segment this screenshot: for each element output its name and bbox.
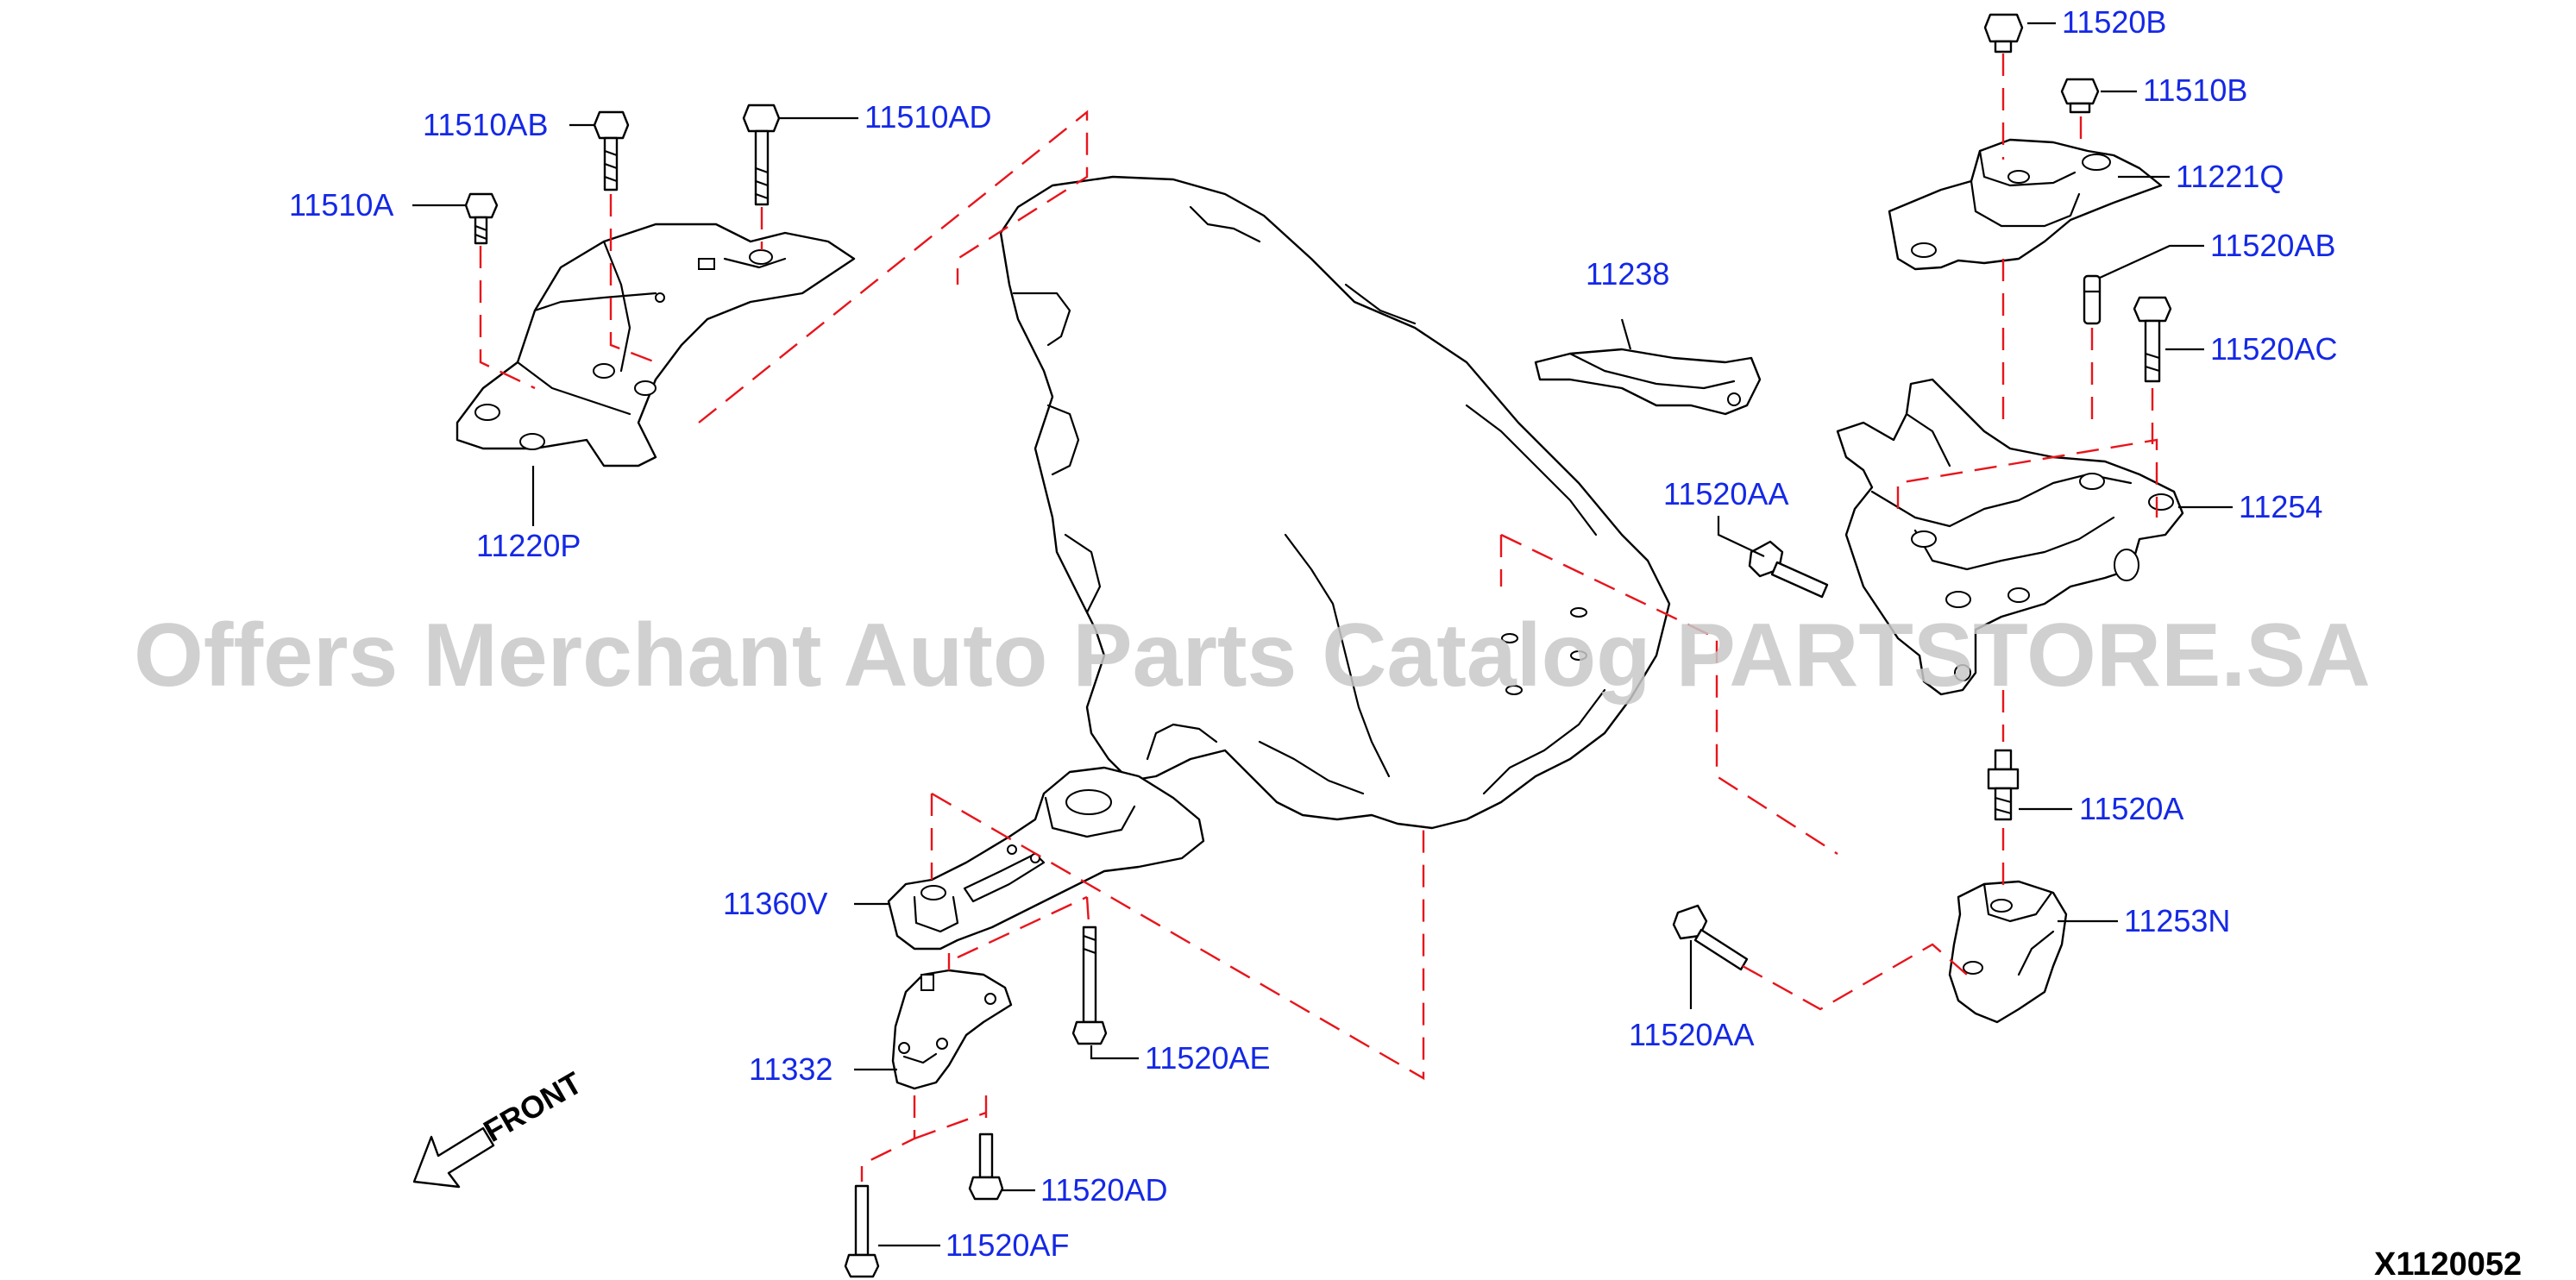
label-11520AF[interactable]: 11520AF xyxy=(946,1227,1069,1263)
pin-11520AB xyxy=(2083,274,2102,325)
label-11360V[interactable]: 11360V xyxy=(723,886,827,921)
left-engine-mount-bracket xyxy=(456,223,856,467)
front-direction-indicator: FRONT xyxy=(412,1064,588,1189)
label-11520AE[interactable]: 11520AE xyxy=(1145,1040,1270,1076)
label-11520B[interactable]: 11520B xyxy=(2062,4,2166,40)
label-11510AB[interactable]: 11510AB xyxy=(423,107,548,142)
label-11332[interactable]: 11332 xyxy=(749,1051,832,1087)
bracket-11238 xyxy=(1534,348,1762,416)
label-11221Q[interactable]: 11221Q xyxy=(2176,159,2284,194)
phantom-lines xyxy=(479,53,2158,1182)
stud-11520A xyxy=(1987,749,2020,821)
upper-mount-insulator xyxy=(1888,138,2163,271)
bolt-11520AA-upper xyxy=(1748,540,1829,599)
bolt-11510AB xyxy=(593,110,630,191)
label-11520AC[interactable]: 11520AC xyxy=(2210,331,2337,367)
label-11520AD[interactable]: 11520AD xyxy=(1040,1172,1167,1208)
bolt-11520AE xyxy=(1071,925,1108,1045)
bolt-11510AD xyxy=(742,104,781,206)
label-11510AD[interactable]: 11510AD xyxy=(864,99,991,135)
drawing-id: X1120052 xyxy=(2374,1246,2522,1280)
label-11510B[interactable]: 11510B xyxy=(2143,72,2247,108)
front-label: FRONT xyxy=(478,1064,588,1149)
label-11220P[interactable]: 11220P xyxy=(476,528,581,563)
nut-11510B xyxy=(2060,78,2100,114)
torque-rod-11360V xyxy=(887,766,1205,951)
front-arrow-icon xyxy=(412,1126,495,1189)
label-11254[interactable]: 11254 xyxy=(2239,489,2322,524)
label-11238[interactable]: 11238 xyxy=(1586,256,1669,292)
label-11510A[interactable]: 11510A xyxy=(289,187,393,223)
bolt-11520AA-lower xyxy=(1672,904,1749,971)
bolt-11510A xyxy=(464,192,499,245)
label-11520AA-upper[interactable]: 11520AA xyxy=(1663,476,1788,511)
part-labels: 11520B 11510B 11221Q 11520AB 11520AC 112… xyxy=(289,4,2337,1263)
bolt-11520B xyxy=(1983,13,2024,53)
label-11253N[interactable]: 11253N xyxy=(2124,903,2230,938)
bolt-11520AF xyxy=(844,1184,880,1278)
mount-bracket-11254 xyxy=(1836,378,2184,696)
label-11520AA-lower[interactable]: 11520AA xyxy=(1629,1017,1754,1052)
label-11520A[interactable]: 11520A xyxy=(2079,791,2183,826)
watermark: Offers Merchant Auto Parts Catalog PARTS… xyxy=(134,605,2371,706)
engine-outline xyxy=(999,175,1671,830)
bracket-11332 xyxy=(891,969,1013,1090)
bolt-11520AC xyxy=(2133,296,2172,383)
label-11520AB[interactable]: 11520AB xyxy=(2210,228,2335,263)
bolt-11520AD xyxy=(968,1133,1004,1201)
lower-right-mount-11253N xyxy=(1948,880,2068,1024)
